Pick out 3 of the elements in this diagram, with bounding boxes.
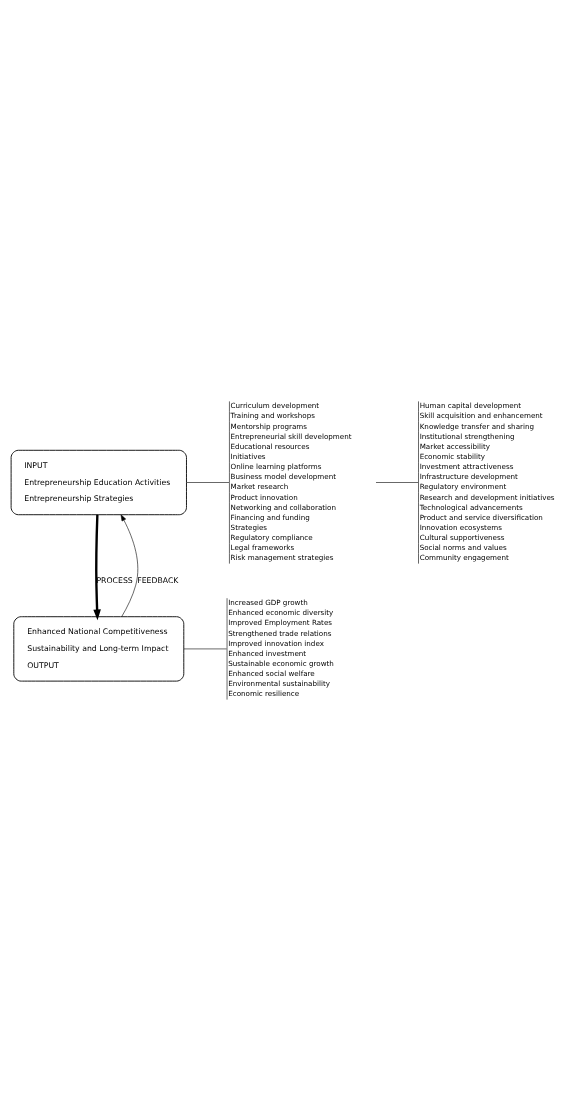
arrow xyxy=(120,514,139,617)
arrow xyxy=(93,514,101,620)
connector xyxy=(186,481,230,483)
